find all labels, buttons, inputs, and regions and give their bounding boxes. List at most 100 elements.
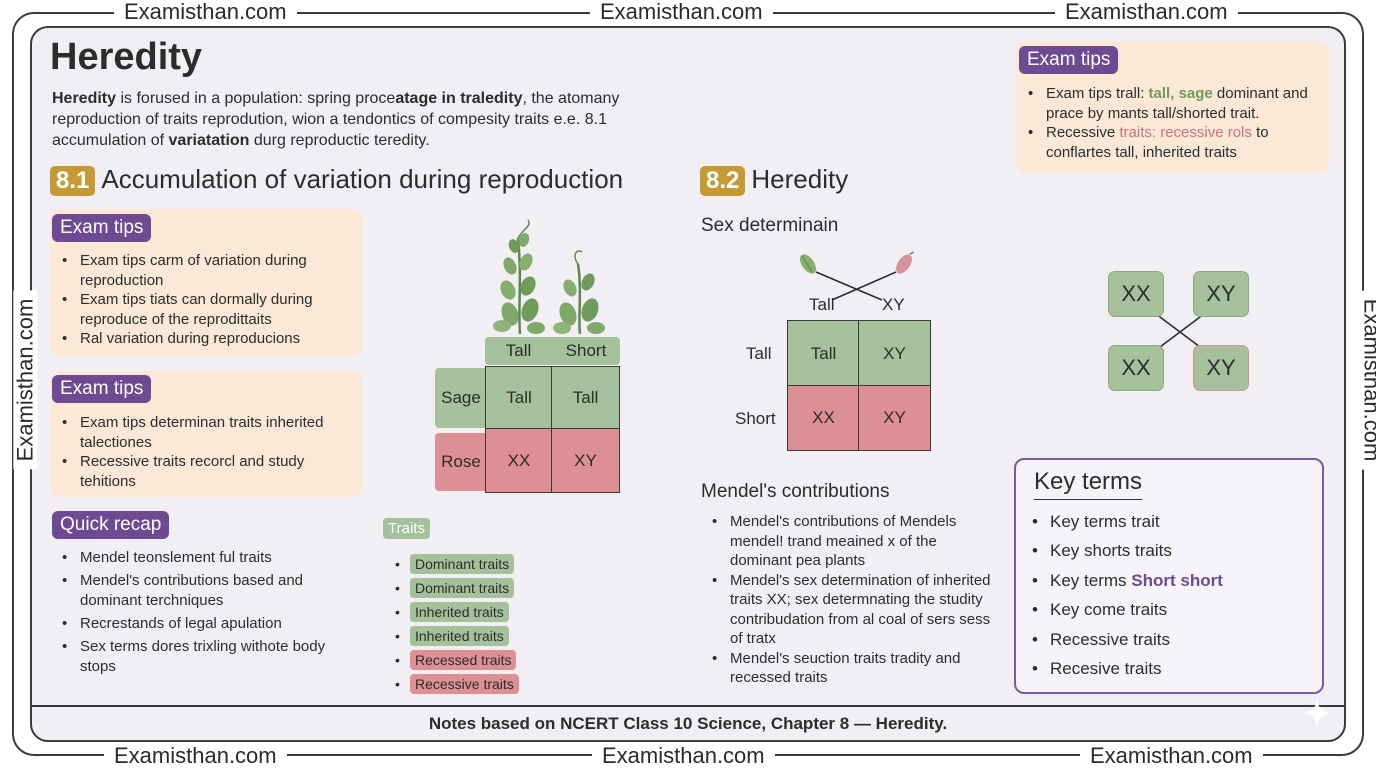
list-item: Exam tips determinan traits inherited ta…	[52, 413, 352, 452]
exam-tips-pill-top: Exam tips	[1019, 46, 1119, 74]
watermark-top-right: Examisthan.com	[1055, 0, 1238, 24]
list-item: Exam tips trall: tall, sage dominant and…	[1018, 84, 1323, 123]
footer-divider	[32, 705, 1344, 707]
key-terms-box: Key terms Key terms trait Key shorts tra…	[1014, 458, 1324, 694]
grid2-cell: Tall	[787, 320, 860, 387]
mendel-heading: Mendel's contributions	[701, 481, 890, 502]
list-item: Exam tips tiats can dormally during repr…	[52, 290, 352, 329]
trait-tag: Dominant traits	[410, 578, 515, 598]
grid2-row-header-short: Short	[735, 409, 776, 428]
key-term-highlight: Short short	[1131, 570, 1223, 590]
pea-plant-tall-icon	[493, 219, 545, 335]
list-item: •Recessed traits	[390, 648, 519, 672]
xy-box: XX	[1108, 345, 1164, 391]
list-item: •Recessive traits	[390, 672, 519, 696]
grid1-header-bar	[485, 337, 620, 365]
cross-label-tall: Tall	[809, 295, 835, 314]
cross-label-xy: XY	[882, 295, 905, 314]
intro-text-1: is forused in a population: spring proce	[116, 90, 396, 107]
list-item: Mendel's seuction traits tradity and rec…	[702, 649, 1002, 688]
list-item: Recesive traits	[1026, 659, 1223, 688]
page-title: Heredity	[50, 36, 203, 78]
list-item: Recessive traits: recessive rols to conf…	[1018, 123, 1323, 162]
grid1-col-header-short: Short	[565, 341, 607, 360]
list-item: •Dominant traits	[390, 576, 519, 600]
exam-tips-list-1: Exam tips carm of variation during repro…	[52, 251, 352, 349]
list-item: Key come traits	[1026, 600, 1223, 629]
exam-tips-list-top: Exam tips trall: tall, sage dominant and…	[1018, 84, 1323, 162]
list-item: Key shorts traits	[1026, 541, 1223, 570]
grid2-row-header-tall: Tall	[746, 344, 772, 363]
grid2-cell: XX	[787, 385, 860, 451]
trait-tag: Inherited traits	[410, 626, 509, 646]
grid1-cell: Tall	[485, 366, 553, 430]
list-item: Key terms trait	[1026, 512, 1223, 541]
list-item: Recrestands of legal apulation	[52, 614, 352, 634]
trait-tag: Recessed traits	[410, 650, 517, 670]
list-item: Sex terms dores trixling withote body st…	[52, 637, 352, 677]
list-item: Key terms Short short	[1026, 571, 1223, 600]
watermark-bottom-right: Examisthan.com	[1080, 744, 1263, 768]
grid1-cell: XY	[551, 428, 620, 493]
key-term-text: Key terms	[1050, 570, 1127, 590]
intro-text-2: , the atomany reproduction of traits rep…	[52, 90, 620, 149]
list-item: •Inherited traits	[390, 624, 519, 648]
list-item: Exam tips carm of variation during repro…	[52, 251, 352, 290]
list-item: Recessive traits recorcl and study tehit…	[52, 452, 352, 491]
key-terms-title: Key terms	[1034, 468, 1143, 500]
watermark-bottom-center: Examisthan.com	[592, 744, 775, 768]
intro-paragraph: Heredity is forused in a population: spr…	[52, 88, 692, 151]
list-item: Mendel's contributions based and dominan…	[52, 571, 352, 611]
xy-box: XY	[1193, 345, 1249, 391]
pea-plants-illustration	[493, 219, 605, 335]
intro-bold-1: Heredity	[52, 90, 117, 107]
trait-tag: Dominant traits	[410, 554, 515, 574]
grid1-row-header-sage: Sage	[435, 368, 487, 428]
tip-text: to conflartes tall, inherited traits	[1046, 124, 1269, 161]
footer-note: Notes based on NCERT Class 10 Science, C…	[428, 714, 948, 733]
tip-highlight-green: tall, sage	[1148, 85, 1213, 102]
traits-label: Traits	[383, 518, 430, 539]
grid1-cell: XX	[485, 428, 553, 493]
exam-tips-pill-2: Exam tips	[52, 375, 152, 403]
exam-tips-list-2: Exam tips determinan traits inherited ta…	[52, 413, 352, 491]
quick-recap-list: Mendel teonslement ful traits Mendel's c…	[52, 548, 352, 680]
grid1-cell: Tall	[551, 366, 620, 430]
xy-box: XX	[1108, 271, 1164, 317]
list-item: Recessive traits	[1026, 630, 1223, 659]
watermark-top-center: Examisthan.com	[590, 0, 773, 24]
pea-plant-short-icon	[553, 250, 605, 335]
section-8-1-title: Accumulation of variation during reprodu…	[101, 164, 624, 194]
list-item: Mendel teonslement ful traits	[52, 548, 352, 568]
pink-leaf-icon	[896, 254, 912, 274]
intro-bold-2: atage in traledity	[395, 90, 523, 107]
tip-text: Exam tips trall:	[1046, 85, 1149, 102]
sparkle-icon	[1302, 698, 1332, 728]
list-item: Mendel's sex determination of inherited …	[702, 571, 1002, 649]
cross-diagram	[800, 251, 915, 301]
trait-tag: Inherited traits	[410, 602, 509, 622]
key-terms-list: Key terms trait Key shorts traits Key te…	[1026, 512, 1223, 688]
list-item: Ral variation during reproducions	[52, 329, 352, 349]
trait-tag: Recessive traits	[410, 674, 519, 694]
grid1-col-header-tall: Tall	[505, 341, 532, 360]
intro-bold-3: variatation	[168, 132, 250, 149]
grid1-row-header-rose: Rose	[435, 433, 487, 491]
watermark-right: Examisthan.com	[1359, 290, 1376, 470]
watermark-top-left: Examisthan.com	[114, 0, 297, 24]
list-item: Mendel's contributions of Mendels mendel…	[702, 512, 1002, 571]
watermark-bottom-left: Examisthan.com	[104, 744, 287, 768]
list-item: •Inherited traits	[390, 600, 519, 624]
quick-recap-pill: Quick recap	[52, 511, 170, 539]
tip-highlight-red: traits: recessive rols	[1119, 124, 1252, 141]
tip-text: Recessive	[1046, 124, 1120, 141]
section-8-2-title: Heredity	[751, 164, 849, 194]
section-8-2-number: 8.2	[700, 166, 746, 196]
sex-determination-heading: Sex determinain	[701, 215, 839, 236]
intro-text-3: durg reproductic teredity.	[249, 132, 430, 149]
section-8-1-number: 8.1	[50, 166, 96, 196]
grid2-cell: XY	[858, 385, 931, 451]
grid2-cell: XY	[858, 320, 931, 387]
list-item: •Dominant traits	[390, 552, 519, 576]
